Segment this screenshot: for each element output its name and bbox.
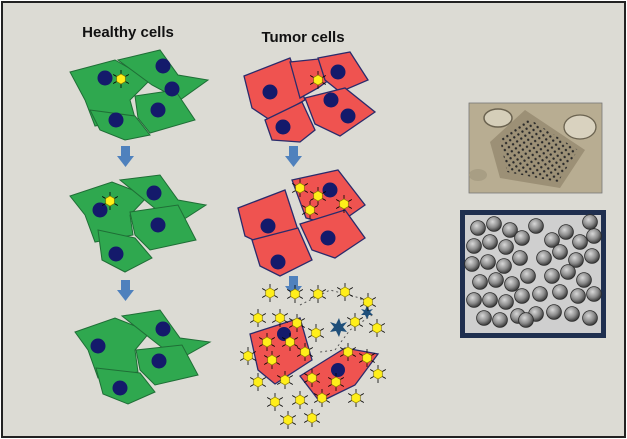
- healthy-cluster-3: [74, 309, 212, 405]
- nanoparticle-sphere: [518, 312, 534, 328]
- nanoparticle-sphere: [584, 248, 600, 264]
- nanoparticle-sphere: [586, 228, 602, 244]
- nanoparticle-sphere: [514, 288, 530, 304]
- nanoparticle-sphere: [544, 268, 560, 284]
- nanoparticle-sphere: [498, 239, 514, 255]
- nanoparticle-sphere: [552, 244, 568, 260]
- healthy-cluster-2: [69, 174, 208, 273]
- micrograph-nanoparticles: [460, 210, 606, 338]
- nanoparticle-sphere: [488, 272, 504, 288]
- nanoparticle-sphere: [476, 310, 492, 326]
- burst-shape: [361, 306, 373, 319]
- nanoparticle-sphere: [568, 252, 584, 268]
- nanoparticle-sphere: [466, 292, 482, 308]
- nanoparticle-sphere: [544, 232, 560, 248]
- nanoparticle-sphere: [504, 276, 520, 292]
- healthy-cells-title: Healthy cells: [82, 24, 174, 41]
- nanoparticle-sphere: [570, 288, 586, 304]
- nanoparticle-sphere: [486, 216, 502, 232]
- nanoparticle-sphere: [496, 258, 512, 274]
- arrow-healthy-2: [117, 280, 134, 301]
- micrograph-tem-array: [468, 102, 603, 194]
- nanoparticle-sphere: [482, 292, 498, 308]
- nanoparticle-sphere: [552, 284, 568, 300]
- tumor-cluster-2: [237, 169, 366, 277]
- nanoparticle-sphere: [514, 230, 530, 246]
- nanoparticle-sphere: [586, 286, 602, 302]
- arrow-healthy-1: [117, 146, 134, 167]
- healthy-cluster-1: [69, 49, 210, 141]
- nanoparticle-sphere: [498, 294, 514, 310]
- nanoparticle-sphere: [480, 254, 496, 270]
- nanoparticle-sphere: [470, 220, 486, 236]
- nanoparticle-sphere: [572, 234, 588, 250]
- nanoparticle-sphere: [472, 274, 488, 290]
- tumor-cluster-3: [239, 282, 387, 430]
- nanoparticle-sphere: [546, 304, 562, 320]
- nanoparticle-sphere: [502, 222, 518, 238]
- nanoparticle-sphere: [576, 272, 592, 288]
- tumor-cluster-1: [243, 51, 377, 143]
- nanoparticle-sphere: [464, 256, 480, 272]
- nanoparticle-sphere: [564, 306, 580, 322]
- nanoparticle-sphere: [528, 218, 544, 234]
- nanoparticle-sphere: [532, 286, 548, 302]
- nanoparticle-sphere: [582, 214, 598, 230]
- arrow-tumor-1: [285, 146, 302, 167]
- nanoparticle-sphere: [536, 250, 552, 266]
- nanoparticle-sphere: [482, 234, 498, 250]
- nanoparticle-sphere: [582, 310, 598, 326]
- nanoparticle-sphere: [558, 224, 574, 240]
- nanoparticle-sphere: [512, 250, 528, 266]
- tumor-cells-title: Tumor cells: [261, 29, 344, 46]
- nanoparticle-sphere: [560, 264, 576, 280]
- nanoparticle-sphere: [520, 268, 536, 284]
- nanoparticle-sphere: [492, 312, 508, 328]
- nanoparticle-sphere: [466, 238, 482, 254]
- burst-shape: [330, 318, 347, 337]
